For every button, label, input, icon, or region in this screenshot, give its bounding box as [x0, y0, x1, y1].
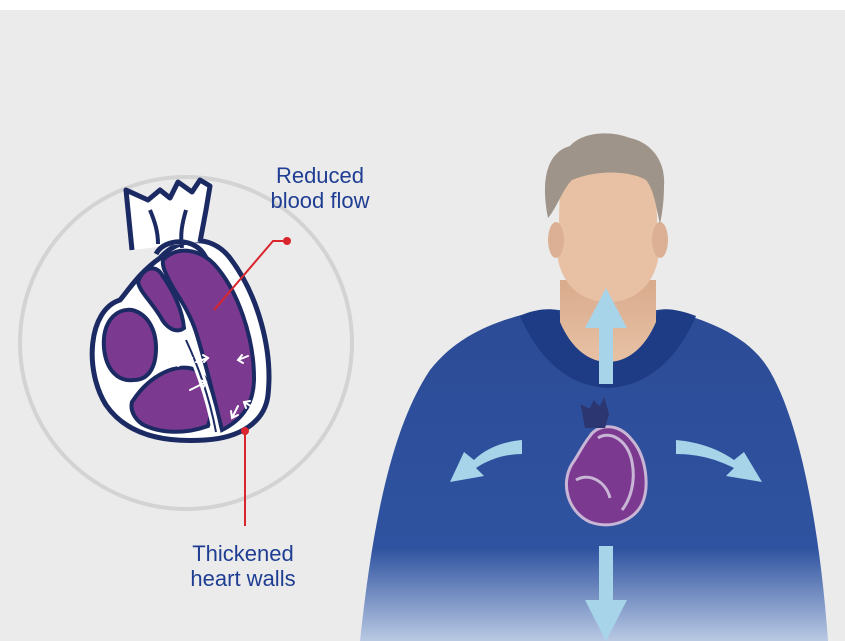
thickened-heart-walls-label: Thickened heart walls — [168, 541, 318, 591]
reduced-label-line2: blood flow — [250, 188, 390, 213]
person-figure — [360, 133, 828, 641]
thickened-label-line1: Thickened — [168, 541, 318, 566]
diagram-canvas: Reduced blood flow Thickened heart walls — [0, 10, 845, 641]
reduced-label-line1: Reduced — [250, 163, 390, 188]
reduced-blood-flow-label: Reduced blood flow — [250, 163, 390, 213]
thickened-label-line2: heart walls — [168, 566, 318, 591]
illustration — [0, 10, 845, 641]
